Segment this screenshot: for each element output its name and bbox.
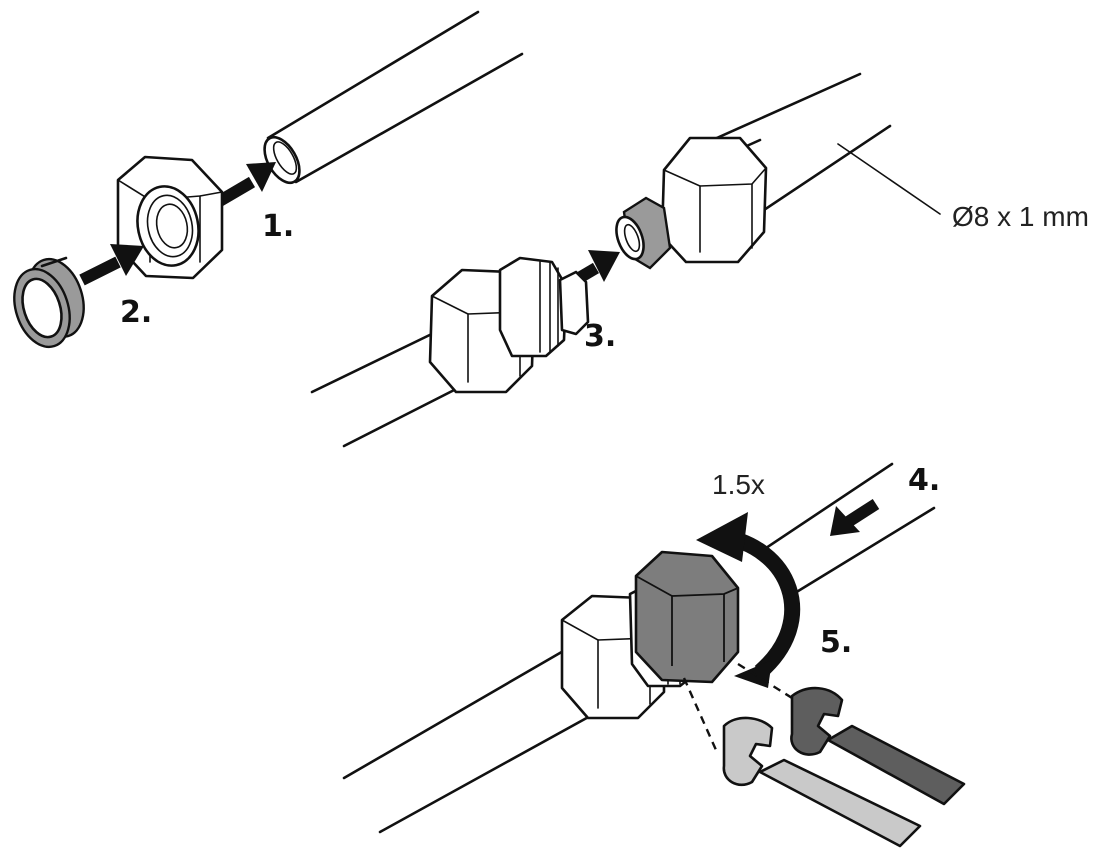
wrench-dark [790,686,966,806]
compression-ring [13,256,85,349]
wrench-light [722,716,922,848]
step-5-label: 5. [820,625,852,660]
wrench-guide-light [682,677,718,751]
top-left-assembly: 1. 2. [13,10,524,349]
step-4-label: 4. [908,463,940,498]
step-1-label: 1. [262,209,294,244]
hex-nut-bottom-dark [634,550,740,684]
top-right-assembly: Ø8 x 1 mm 3. [310,72,1089,448]
ring-on-tube [615,196,672,270]
tube-top-left [263,10,524,185]
fitting-body [310,256,590,448]
step-2-label: 2. [120,295,152,330]
arrow-step-2 [79,244,144,286]
hex-nut-top-right [660,136,768,264]
arrow-step-1 [214,162,276,208]
dimension-label: Ø8 x 1 mm [952,201,1089,232]
arrow-step-4 [830,498,880,536]
bottom-assembly: 1.5x 4. 5. [342,462,966,848]
tube-bottom [342,462,936,834]
dimension-leader [837,143,941,215]
turns-label: 1.5x [712,469,765,500]
step-3-label: 3. [584,319,616,354]
